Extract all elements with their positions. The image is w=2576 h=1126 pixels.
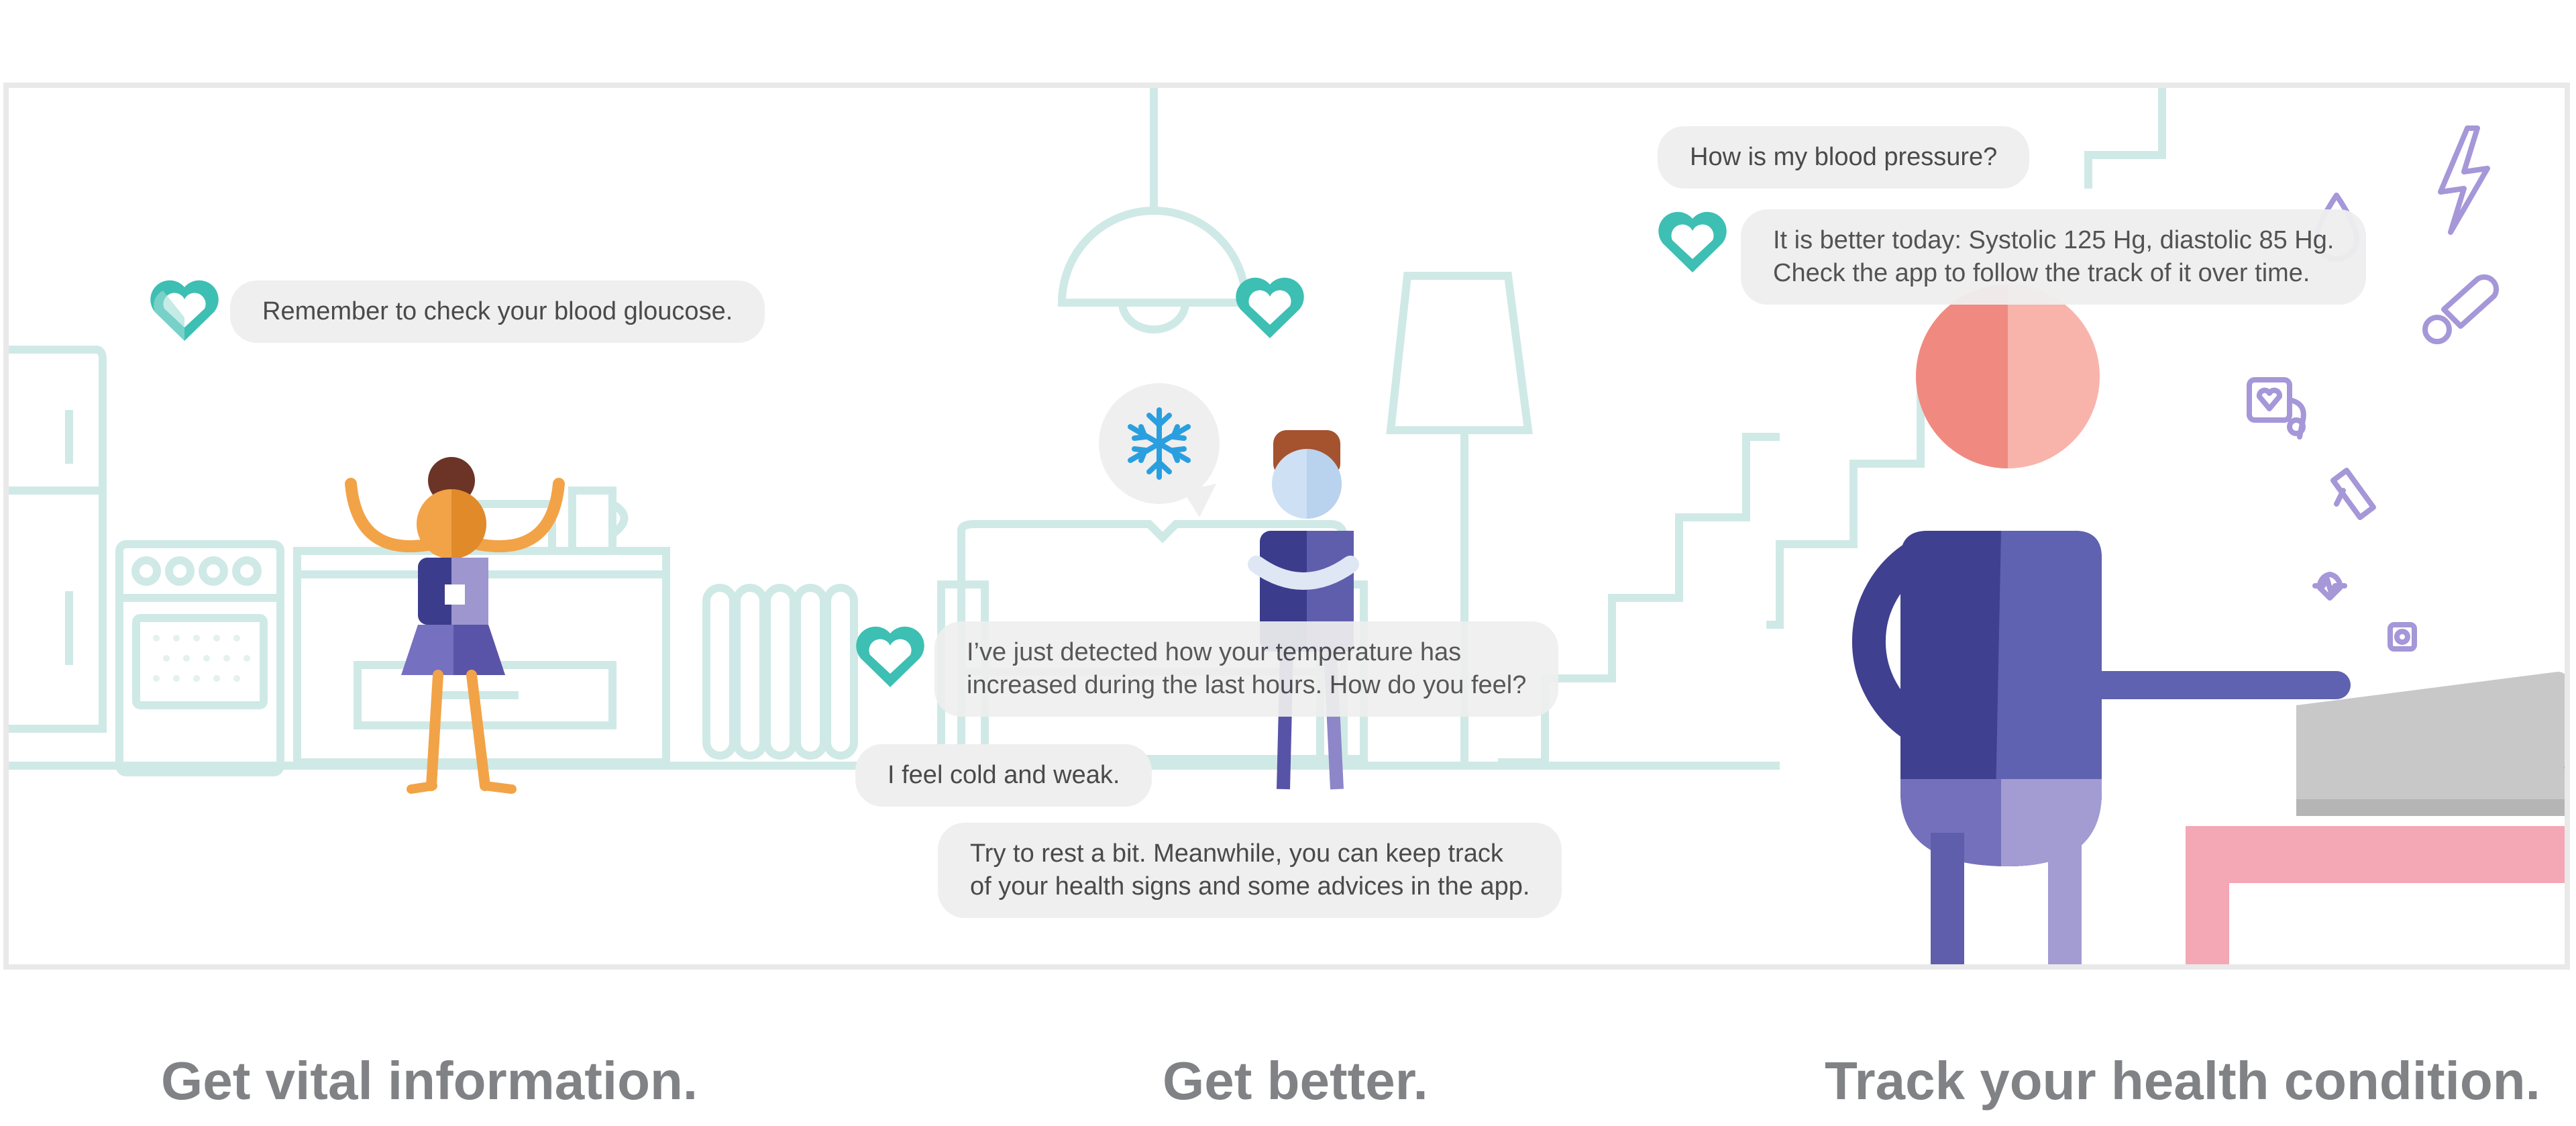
snowflake-icon xyxy=(1128,407,1191,480)
test-tube-icon xyxy=(2330,468,2376,520)
woman-figure xyxy=(345,457,565,794)
illustration-frame: Remember to check your blood gloucose. xyxy=(3,83,2570,970)
heartbeat-icon xyxy=(2312,572,2347,601)
chat-bubble-user-question: How is my blood pressure? xyxy=(1658,126,2030,189)
chat-line: Check the app to follow the track of it … xyxy=(1773,259,2310,287)
chat-line: It is better today: Systolic 125 Hg, dia… xyxy=(1773,226,2334,254)
chat-bubble-reminder: Remember to check your blood gloucose. xyxy=(230,280,765,343)
heart-logo-icon xyxy=(1658,211,1727,272)
chat-bubble-temperature: I’ve just detected how your temperature … xyxy=(934,621,1559,717)
caption-track-health: Track your health condition. xyxy=(1825,1051,2540,1111)
chat-line: increased during the last hours. How do … xyxy=(967,671,1527,699)
heart-logo-icon xyxy=(150,280,219,341)
blood-pressure-scene xyxy=(1766,88,2565,964)
chat-line: Try to rest a bit. Meanwhile, you can ke… xyxy=(970,839,1503,868)
caption-vital-information: Get vital information. xyxy=(161,1051,698,1111)
caption-get-better: Get better. xyxy=(1163,1051,1428,1111)
patient-figure xyxy=(1852,285,2351,964)
chat-bubble-user-reply: I feel cold and weak. xyxy=(855,744,1152,807)
thermometer-icon xyxy=(2422,274,2500,344)
man-figure xyxy=(1248,430,1359,790)
lightning-icon xyxy=(2438,125,2490,235)
kitchen-scene xyxy=(9,346,874,794)
chat-line: of your health signs and some advices in… xyxy=(970,872,1530,901)
chat-bubble-bp-result: It is better today: Systolic 125 Hg, dia… xyxy=(1741,209,2367,305)
heart-logo-icon xyxy=(856,626,924,687)
camera-icon xyxy=(2387,622,2417,652)
chat-line: I’ve just detected how your temperature … xyxy=(967,638,1462,666)
blood-pressure-monitor-icon xyxy=(2247,377,2306,440)
chat-bubble-rest-advice: Try to rest a bit. Meanwhile, you can ke… xyxy=(938,823,1562,918)
heart-logo-icon xyxy=(1236,277,1304,338)
